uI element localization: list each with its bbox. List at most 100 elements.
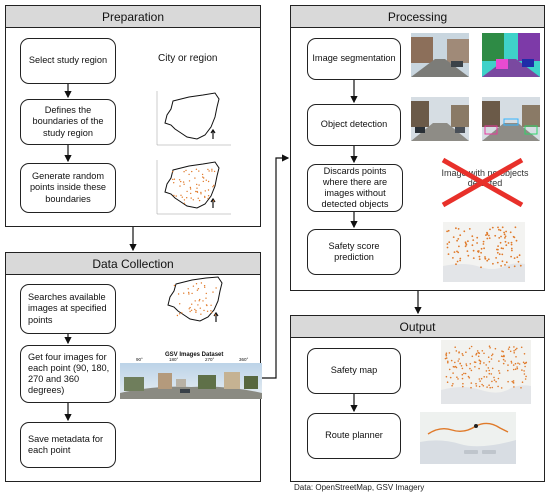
map-point <box>520 387 522 389</box>
map-point <box>512 235 515 238</box>
map-point <box>468 347 471 350</box>
map-point <box>485 370 488 372</box>
map-point <box>188 180 191 182</box>
map-point <box>515 356 517 358</box>
map-point <box>192 199 194 201</box>
map-point <box>517 362 519 364</box>
map-point <box>447 253 450 255</box>
map-point <box>455 263 457 266</box>
step-discard-points: Discards points where there are images w… <box>307 164 403 212</box>
map-point <box>514 362 517 365</box>
map-point <box>521 381 524 383</box>
map-point <box>197 304 199 306</box>
map-point <box>204 190 206 192</box>
map-point <box>457 378 459 380</box>
map-point <box>485 376 488 378</box>
map-point <box>485 364 487 366</box>
map-point <box>471 235 474 238</box>
map-point <box>449 376 452 379</box>
map-point <box>487 356 490 358</box>
data-source-footnote: Data: OpenStreetMap, GSV Imagery <box>294 483 425 492</box>
map-point <box>518 363 521 365</box>
map-point <box>459 259 461 262</box>
map-point <box>509 350 512 353</box>
map-point <box>455 350 458 352</box>
map-point <box>514 348 517 351</box>
map-point <box>190 192 192 195</box>
step-image-segmentation: Image segmentation <box>307 38 401 80</box>
map-point <box>445 375 448 378</box>
map-point <box>207 195 210 197</box>
map-point <box>516 367 519 370</box>
gsv-panorama-images <box>120 363 262 399</box>
map-point <box>213 170 216 173</box>
map-point <box>494 347 497 350</box>
street-photo-segmentation-input <box>411 33 469 77</box>
map-point <box>211 168 213 170</box>
map-point <box>470 382 473 384</box>
map-point <box>200 282 203 284</box>
map-point <box>458 358 460 360</box>
map-point <box>453 366 456 368</box>
map-point <box>507 369 509 372</box>
map-point <box>523 353 526 355</box>
map-point <box>445 352 448 354</box>
map-point <box>498 228 500 231</box>
map-point <box>488 372 491 375</box>
gsv-dataset-label: GSV Images Dataset <box>165 352 224 358</box>
map-point <box>524 365 526 368</box>
map-point <box>200 191 202 194</box>
map-point <box>198 300 200 302</box>
map-point <box>498 253 501 256</box>
data-collection-title: Data Collection <box>6 253 260 275</box>
map-point <box>445 354 448 357</box>
map-point <box>484 256 486 258</box>
map-point <box>505 261 508 264</box>
map-point <box>498 237 501 239</box>
map-point <box>178 179 181 181</box>
map-point <box>505 230 507 233</box>
map-point <box>211 311 213 314</box>
map-point <box>462 382 464 385</box>
map-point <box>205 297 207 299</box>
map-point <box>467 254 470 257</box>
map-point <box>478 385 481 388</box>
map-point <box>472 249 475 252</box>
map-point <box>182 181 185 183</box>
map-point <box>516 366 518 368</box>
map-point <box>177 293 180 295</box>
map-point <box>457 238 460 240</box>
map-point <box>489 228 491 231</box>
map-point <box>508 346 511 348</box>
random-points-map-thumbnail <box>145 156 233 222</box>
map-point <box>467 240 469 243</box>
map-point <box>461 367 464 370</box>
map-point <box>492 262 494 265</box>
map-point <box>503 233 506 236</box>
map-point <box>497 226 499 229</box>
map-point <box>456 239 458 242</box>
map-point <box>478 258 481 261</box>
map-point <box>207 168 209 171</box>
map-point <box>204 196 206 199</box>
map-point <box>179 303 181 305</box>
map-point <box>472 239 475 241</box>
map-point <box>488 345 491 347</box>
map-point <box>212 186 214 188</box>
map-point <box>525 361 528 364</box>
map-point <box>516 347 518 350</box>
map-point <box>504 360 506 362</box>
map-point <box>459 257 462 260</box>
map-point <box>486 386 488 388</box>
map-point <box>468 228 471 230</box>
map-point <box>465 364 468 367</box>
map-point <box>513 346 515 348</box>
map-point <box>195 190 197 193</box>
map-point <box>497 245 499 247</box>
step-define-boundaries: Defines the boundaries of the study regi… <box>20 99 116 145</box>
map-point <box>197 288 200 290</box>
map-point <box>476 242 478 244</box>
map-point <box>452 236 455 238</box>
map-point <box>198 184 200 186</box>
map-point <box>455 366 458 369</box>
